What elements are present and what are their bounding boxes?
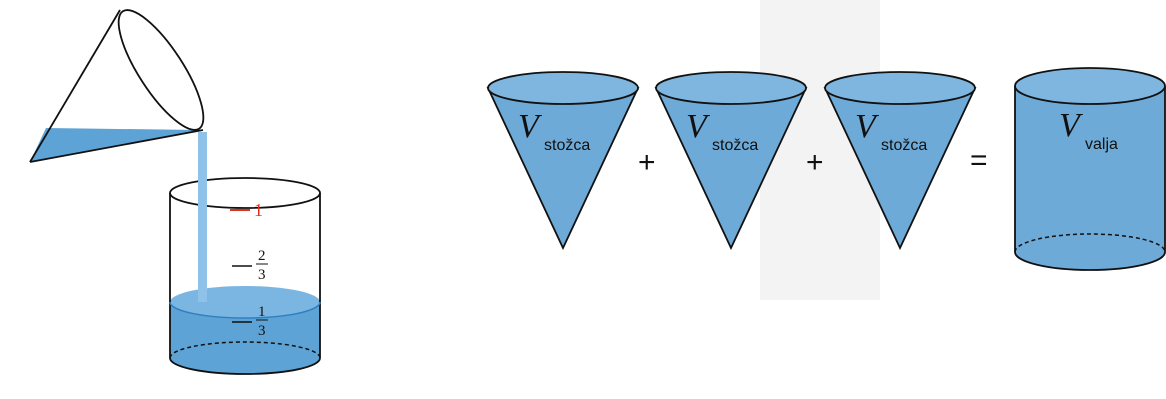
tilted-cone-opening — [117, 9, 205, 131]
cylinder: V valja — [1014, 67, 1166, 271]
cylinder-bottom-front — [169, 357, 321, 375]
cone-3-top — [824, 71, 976, 105]
cone-1-top — [487, 71, 639, 105]
equals-sign: = — [970, 144, 988, 177]
cylinder-bottom-front-edge — [1014, 251, 1166, 271]
pouring-stream — [198, 132, 207, 302]
cylinder-bottom-back-edge — [1014, 233, 1166, 253]
tilted-cone-upper-edge — [29, 9, 121, 163]
level-denominator-one-third: 3 — [258, 323, 266, 339]
cone-1: V stožca — [486, 71, 640, 251]
cone-2: V stožca — [654, 71, 808, 251]
level-numerator-two-thirds: 2 — [258, 248, 266, 264]
level-label-1: 1 — [254, 200, 263, 220]
level-denominator-two-thirds: 3 — [258, 267, 266, 283]
cone-3-subscript: stožca — [881, 137, 927, 154]
pouring-illustration: 1 2 3 1 3 — [29, 9, 321, 375]
cone-1-subscript: stožca — [544, 137, 590, 154]
cylinder-water — [170, 302, 320, 374]
cylinder-top-rim — [169, 177, 321, 209]
cone-2-subscript: stožca — [712, 137, 758, 154]
tilted-cone-lower-edge — [29, 129, 204, 163]
cone-1-body — [486, 87, 640, 251]
cone-3: V stožca — [823, 71, 977, 251]
level-marks: 1 2 3 1 3 — [230, 200, 268, 339]
volume-equation: V stožca + V stožca + V stožca = — [486, 67, 1166, 271]
measuring-cylinder — [169, 177, 321, 375]
cylinder-subscript: valja — [1085, 136, 1118, 153]
water-level-line — [169, 301, 321, 319]
plus-sign-1: + — [638, 146, 656, 179]
level-numerator-one-third: 1 — [258, 304, 266, 320]
water-surface — [170, 286, 320, 318]
plus-sign-2: + — [806, 146, 824, 179]
cylinder-body — [1015, 86, 1165, 270]
cylinder-bottom-back — [169, 341, 321, 359]
tilted-cone — [29, 9, 205, 163]
cone-2-top — [655, 71, 807, 105]
cylinder-top-face — [1014, 67, 1166, 105]
